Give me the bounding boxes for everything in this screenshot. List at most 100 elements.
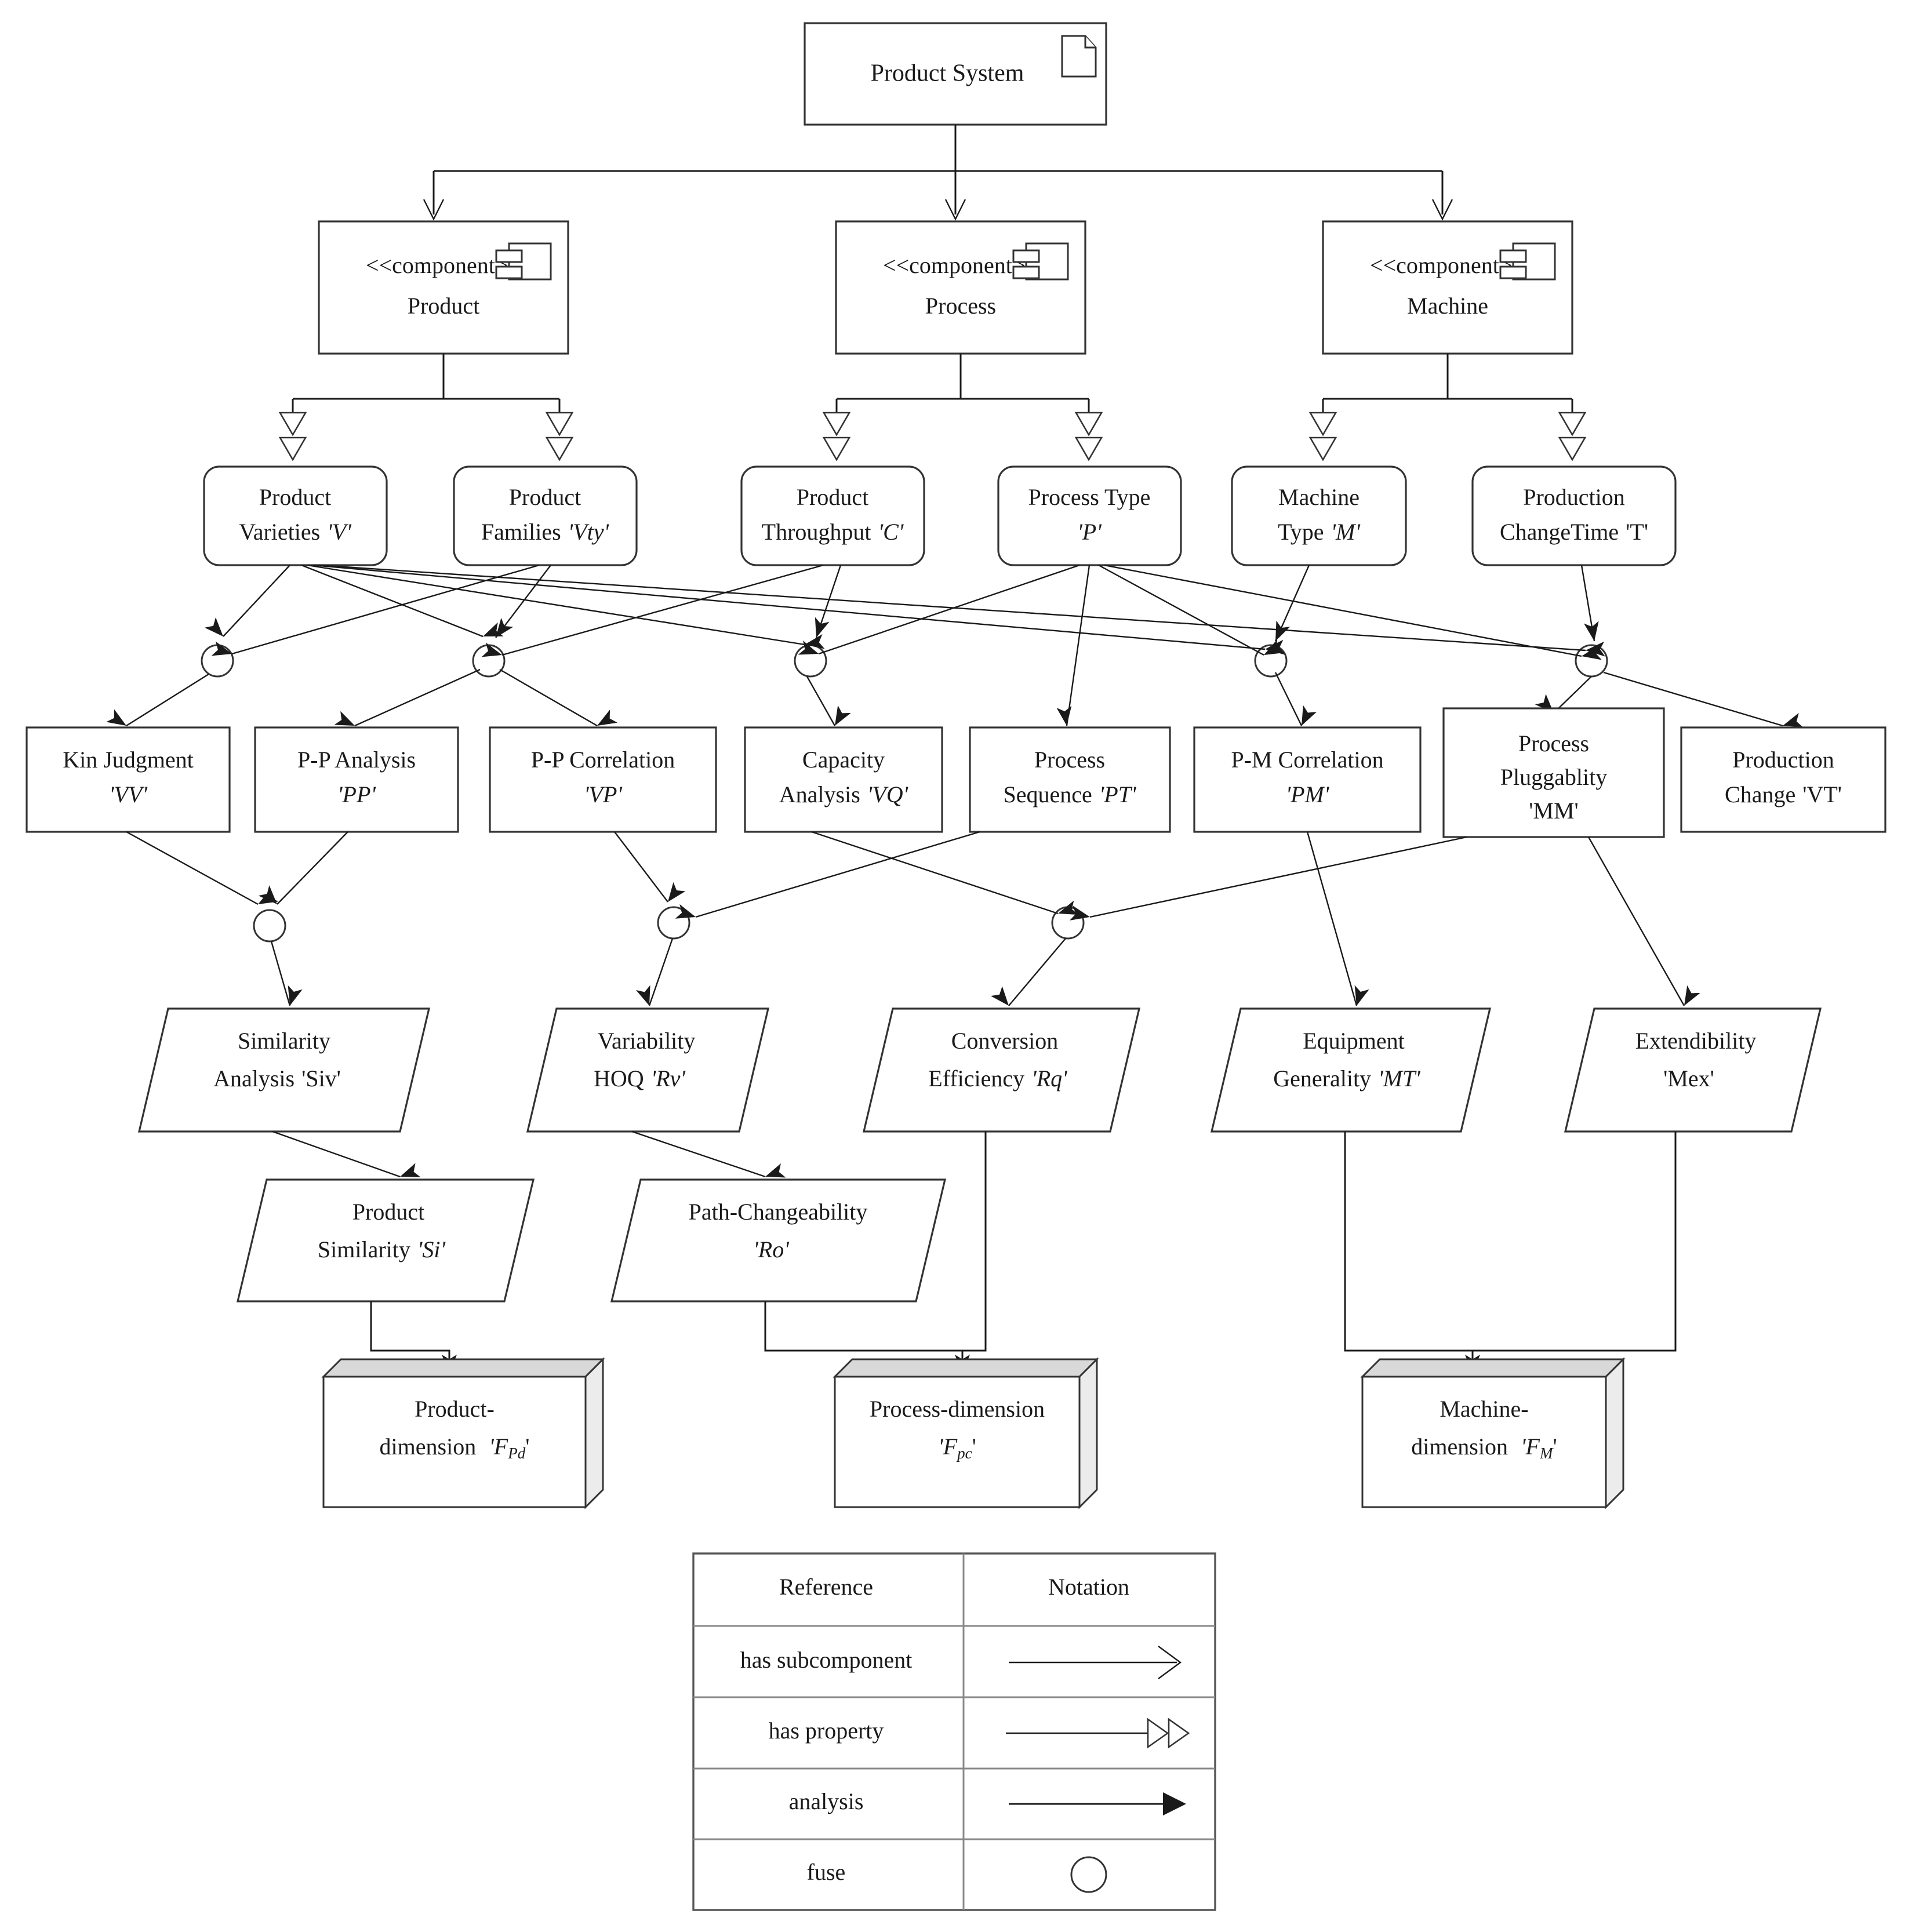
property-v-sym: 'V' [327,519,352,545]
node-component-machine[interactable]: <<component>> Machine [1322,220,1573,355]
edges-machine-properties [1309,354,1586,461]
uml-component-icon [1499,242,1556,281]
node-analysis-vq[interactable]: Capacity Analysis'VQ' [744,726,943,833]
dimension-fpd-line2: dimension [380,1433,477,1460]
analysis-vp-sym: 'VP' [584,781,623,807]
node-component-product[interactable]: <<component>> Product [318,220,569,355]
node-property-c[interactable]: Product Throughput'C' [740,465,925,566]
analysis-vq-line1: Capacity [802,747,885,773]
legend-header-reference: Reference [779,1574,873,1600]
analysis-pt-line1: Process [1034,747,1105,773]
node-indicator-rq[interactable]: Conversion Efficiency'Rq' [862,1007,1141,1133]
component-machine-label: Machine [1407,293,1488,319]
node-property-m[interactable]: Machine Type'M' [1231,465,1407,566]
node-analysis-vv[interactable]: Kin Judgment 'VV' [26,726,231,833]
node-property-v[interactable]: Product Varieties'V' [203,465,388,566]
property-t-line1: Production [1523,484,1625,510]
indicator-siv-sym: 'Siv' [301,1065,341,1091]
node-analysis-vt[interactable]: Production Change'VT' [1680,726,1886,833]
dimension-fpc-line1: Process-dimension [870,1396,1045,1422]
node-indicator-rv[interactable]: Variability HOQ'Rv' [526,1007,770,1133]
dimension-fm-line1: Machine- [1440,1396,1528,1422]
svg-text:Varieties'V': Varieties 'V' [239,519,352,545]
derived-si-line1: Product [352,1199,424,1225]
svg-text:Throughput'C': Throughput'C' [762,519,904,545]
indicator-rv-line1: Variability [598,1028,696,1054]
indicator-mt-line2: Generality [1273,1065,1371,1091]
node-indicator-mt[interactable]: Equipment Generality'MT' [1210,1007,1492,1133]
node-derived-si[interactable]: Product Similarity'Si' [236,1178,535,1302]
svg-text:Efficiency'Rq': Efficiency 'Rq' [928,1065,1068,1091]
fuse-icon [201,644,234,678]
analysis-pt-line2: Sequence [1003,781,1092,807]
uml-component-icon [1012,242,1069,281]
indicator-rq-sym: 'Rq' [1031,1065,1068,1091]
node-product-system[interactable]: Product System [804,22,1107,126]
component-product-label: Product [408,293,479,319]
fuse-icon [1070,1856,1107,1893]
node-dimension-fm[interactable]: Machine- dimension 'FM' [1360,1357,1626,1509]
analysis-pm-line1: P-M Correlation [1231,747,1383,773]
fuse-node-row2 [253,906,1085,943]
svg-text:Similarity'Si': Similarity'Si' [318,1236,446,1262]
legend-label-fuse: fuse [807,1859,846,1885]
node-component-process[interactable]: <<component>> Process [835,220,1086,355]
property-vty-line1: Product [509,484,581,510]
analysis-mm-line1: Process [1518,730,1589,756]
node-analysis-mm[interactable]: Process Pluggablity 'MM' [1442,707,1665,838]
property-m-sym: 'M' [1331,519,1361,545]
svg-text:Generality'MT': Generality 'MT' [1273,1065,1421,1091]
node-property-vty[interactable]: Product Families'Vty' [453,465,638,566]
svg-text:HOQ'Rv': HOQ'Rv' [594,1065,686,1091]
svg-text:'Fpc': 'Fpc' [938,1433,976,1462]
svg-text:Sequence'PT': Sequence'PT' [1003,781,1137,807]
property-vty-sym: 'Vty' [568,519,610,545]
edges-root-to-components [423,125,1453,220]
dimension-fpd-symtail: ' [525,1433,529,1460]
indicator-rq-line2: Efficiency [928,1065,1024,1091]
derived-ro-sym: 'Ro' [753,1236,790,1262]
analysis-vv-sym: 'VV' [109,781,148,807]
analysis-vv-line1: Kin Judgment [63,747,194,773]
indicator-mex-sym: 'Mex' [1663,1065,1714,1091]
edges-properties-to-fuses [204,564,1605,664]
component-machine-stereotype: <<component>> [1370,252,1525,278]
uml-component-icon [495,242,552,281]
node-property-t[interactable]: Production ChangeTime'T' [1471,465,1677,566]
analysis-mm-sym: 'MM' [1529,798,1579,824]
legend-label-has-subcomponent: has subcomponent [740,1647,913,1673]
property-v-line2: Varieties [239,519,320,545]
svg-text:Type'M': Type'M' [1278,519,1361,545]
edges-indicators-to-derived [272,1130,786,1184]
property-p-sym: 'P' [1077,519,1102,545]
node-indicator-mex[interactable]: Extendibility 'Mex' [1564,1007,1822,1133]
node-product-system-label: Product System [871,60,1024,87]
node-dimension-fpd[interactable]: Product- dimension 'FPd' [321,1357,605,1509]
indicator-mex-line1: Extendibility [1635,1028,1757,1054]
analysis-vt-sym: 'VT' [1802,781,1842,807]
derived-ro-line1: Path-Changeability [689,1199,868,1225]
node-analysis-pt[interactable]: Process Sequence'PT' [969,726,1171,833]
node-analysis-vp[interactable]: P-P Correlation 'VP' [489,726,717,833]
node-dimension-fpc[interactable]: Process-dimension 'Fpc' [833,1357,1099,1509]
indicator-siv-line1: Similarity [238,1028,330,1054]
svg-text:Change'VT': Change'VT' [1725,781,1842,807]
svg-text:ChangeTime'T': ChangeTime'T' [1500,519,1648,545]
dimension-fpd-symbase: 'F [489,1433,508,1460]
edges-fuses2-to-indicators [270,938,1066,1011]
derived-si-line2: Similarity [318,1236,410,1262]
property-c-sym: 'C' [878,519,904,545]
property-p-line1: Process Type [1028,484,1151,510]
fuse-node-row1 [201,644,1608,678]
indicator-rv-sym: 'Rv' [651,1065,686,1091]
node-analysis-pp[interactable]: P-P Analysis 'PP' [254,726,459,833]
dimension-fm-line2: dimension [1411,1433,1508,1460]
edges-fuses-to-analyses [106,565,1804,733]
component-process-stereotype: <<component>> [883,252,1038,278]
node-indicator-siv[interactable]: Similarity Analysis'Siv' [137,1007,431,1133]
node-property-p[interactable]: Process Type 'P' [997,465,1182,566]
node-derived-ro[interactable]: Path-Changeability 'Ro' [610,1178,947,1302]
node-analysis-pm[interactable]: P-M Correlation 'PM' [1193,726,1422,833]
property-t-sym: 'T' [1626,519,1648,545]
indicator-mt-sym: 'MT' [1378,1065,1421,1091]
